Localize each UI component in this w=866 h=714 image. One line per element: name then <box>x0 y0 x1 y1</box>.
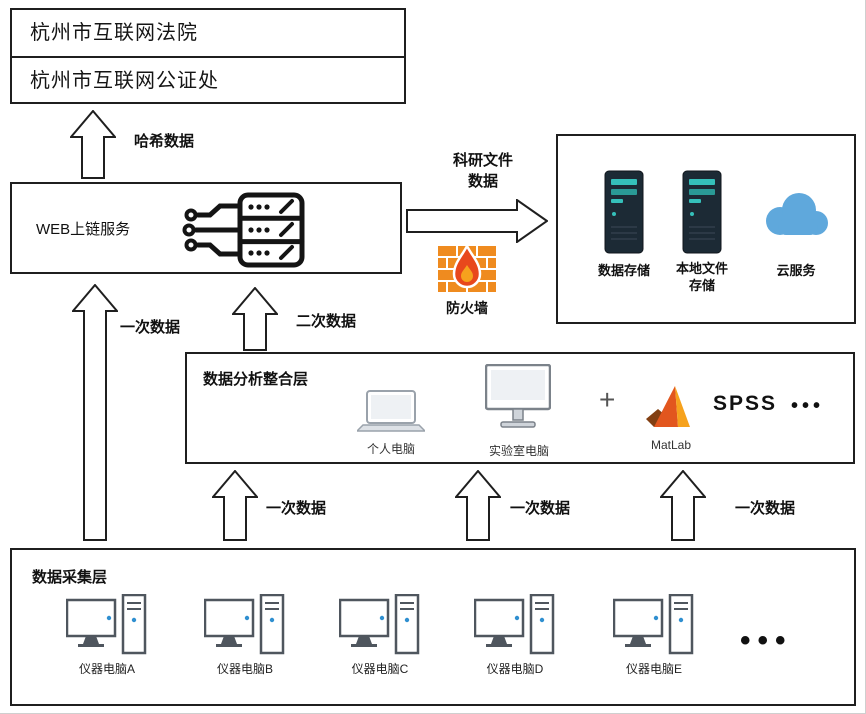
instrument-computer-b: 仪器电脑B <box>195 594 295 677</box>
instrument-computer-a: 仪器电脑A <box>57 594 157 677</box>
instrument-computer-label: 仪器电脑E <box>625 662 682 676</box>
data-storage-label: 数据存储 <box>597 263 650 278</box>
analysis-ellipsis: ••• <box>791 395 825 417</box>
primary-data-bottom-arrow-2-icon <box>455 470 501 541</box>
matlab-logo-icon <box>646 386 690 427</box>
firewall-icon <box>438 243 496 292</box>
instrument-computer-e: 仪器电脑E <box>604 594 704 677</box>
storage-box: 数据存储 本地文件 存储 云服务 <box>556 134 856 324</box>
personal-pc-label: 个人电脑 <box>366 442 415 456</box>
local-file-storage-label: 本地文件 存储 <box>675 261 728 293</box>
instrument-computer-icon <box>613 594 694 655</box>
lab-desktop-icon <box>485 364 551 428</box>
instrument-computer-label: 仪器电脑B <box>216 662 273 676</box>
instrument-computer-icon <box>339 594 420 655</box>
hash-data-label: 哈希数据 <box>134 133 195 150</box>
secondary-data-label: 二次数据 <box>296 313 357 330</box>
court-row-notary-office: 杭州市互联网公证处 <box>30 70 219 92</box>
hash-data-up-arrow-icon <box>70 110 116 179</box>
research-data-right-arrow-icon <box>406 199 548 243</box>
analysis-layer-title: 数据分析整合层 <box>203 371 309 388</box>
secondary-data-up-arrow-icon <box>232 287 278 351</box>
instrument-computer-label: 仪器电脑C <box>351 662 409 676</box>
collection-layer-title: 数据采集层 <box>32 569 108 586</box>
instrument-computer-c: 仪器电脑C <box>330 594 430 677</box>
instrument-computer-label: 仪器电脑A <box>78 662 135 676</box>
instrument-computer-d: 仪器电脑D <box>465 594 565 677</box>
primary-data-bottom-arrow-1-icon <box>212 470 258 541</box>
court-box: 杭州市互联网法院 杭州市互联网公证处 <box>10 8 406 104</box>
court-row-internet-court: 杭州市互联网法院 <box>12 10 404 58</box>
primary-data-bottom-arrow-3-icon <box>660 470 706 541</box>
lab-pc-label: 实验室电脑 <box>488 444 549 458</box>
blockchain-server-icon <box>182 192 305 268</box>
web-chain-service-title: WEB上链服务 <box>36 220 131 238</box>
collection-ellipsis: ••• <box>740 624 793 657</box>
research-file-data-label: 科研文件 数据 <box>452 152 513 190</box>
primary-data-bottom-label-2: 一次数据 <box>510 500 571 517</box>
instrument-computer-icon <box>66 594 147 655</box>
instrument-computer-icon <box>204 594 285 655</box>
primary-data-left-up-arrow-icon <box>72 284 118 541</box>
laptop-icon <box>357 390 425 432</box>
primary-data-left-label: 一次数据 <box>120 319 181 336</box>
primary-data-bottom-label-1: 一次数据 <box>266 500 327 517</box>
web-chain-service-box: WEB上链服务 <box>10 182 402 274</box>
analysis-layer-box: 数据分析整合层 个人电脑 实验室电脑 + MatLab SPSS ••• <box>185 352 855 464</box>
plus-sign: + <box>599 384 616 415</box>
spss-label: SPSS <box>713 392 778 415</box>
collection-layer-box: 数据采集层 仪器电脑A <box>10 548 856 706</box>
primary-data-bottom-label-3: 一次数据 <box>735 500 796 517</box>
matlab-label: MatLab <box>650 438 692 452</box>
data-storage-server-icon <box>604 170 644 254</box>
cloud-service-icon <box>766 193 828 235</box>
instrument-computer-label: 仪器电脑D <box>486 662 544 676</box>
instrument-computer-icon <box>474 594 555 655</box>
cloud-service-label: 云服务 <box>776 263 816 278</box>
firewall-label: 防火墙 <box>446 300 488 316</box>
local-file-storage-server-icon <box>682 170 722 254</box>
